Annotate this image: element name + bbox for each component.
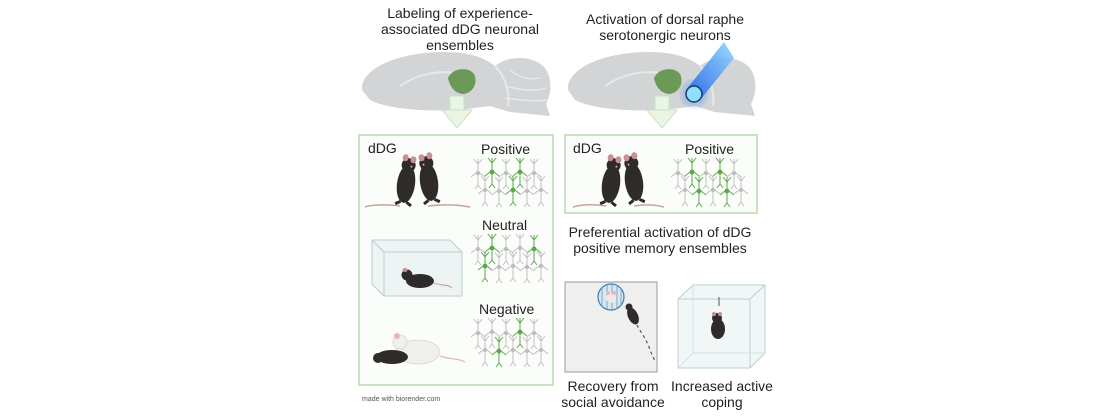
right-brain-icon: [567, 42, 756, 116]
social-arena-icon: [564, 281, 658, 373]
left-title: Labeling of experience-associated dDG ne…: [381, 5, 539, 53]
coping-box-icon: [677, 284, 766, 369]
left-neutral-label: Neutral: [482, 217, 528, 233]
outcome-left-label: Recovery from social avoidance: [561, 378, 665, 410]
left-positive-label: Positive: [481, 141, 531, 157]
right-dDG-label: dDG: [573, 140, 602, 156]
negative-mice-icon: [373, 333, 466, 365]
result-text: Preferential activation of dDG positive …: [568, 224, 752, 256]
left-neutral-neurons: [470, 233, 549, 284]
left-down-arrow-icon: [440, 95, 474, 129]
light-beam-icon: [686, 42, 734, 100]
right-positive-label: Positive: [685, 141, 735, 157]
right-positive-mice-icon: [572, 150, 665, 208]
left-positive-neurons: [470, 157, 549, 208]
dorsal-raphe-target-icon: [685, 85, 703, 103]
biorender-watermark: made with biorender.com: [362, 396, 441, 403]
left-positive-mice-icon: [364, 150, 471, 208]
left-dentate-gyrus-icon: [448, 69, 476, 94]
right-positive-neurons: [670, 157, 749, 208]
right-memory-panel: [564, 134, 758, 214]
left-brain-icon: [361, 52, 551, 116]
left-dDG-label: dDG: [368, 140, 397, 156]
left-negative-label: Negative: [479, 301, 535, 317]
right-down-arrow-icon: [645, 95, 679, 129]
left-negative-neurons: [470, 317, 549, 368]
right-title: Activation of dorsal raphe serotonergic …: [586, 11, 744, 43]
neutral-box-icon: [371, 239, 463, 297]
outcome-right-label: Increased active coping: [671, 378, 773, 410]
right-dentate-gyrus-icon: [654, 69, 682, 94]
